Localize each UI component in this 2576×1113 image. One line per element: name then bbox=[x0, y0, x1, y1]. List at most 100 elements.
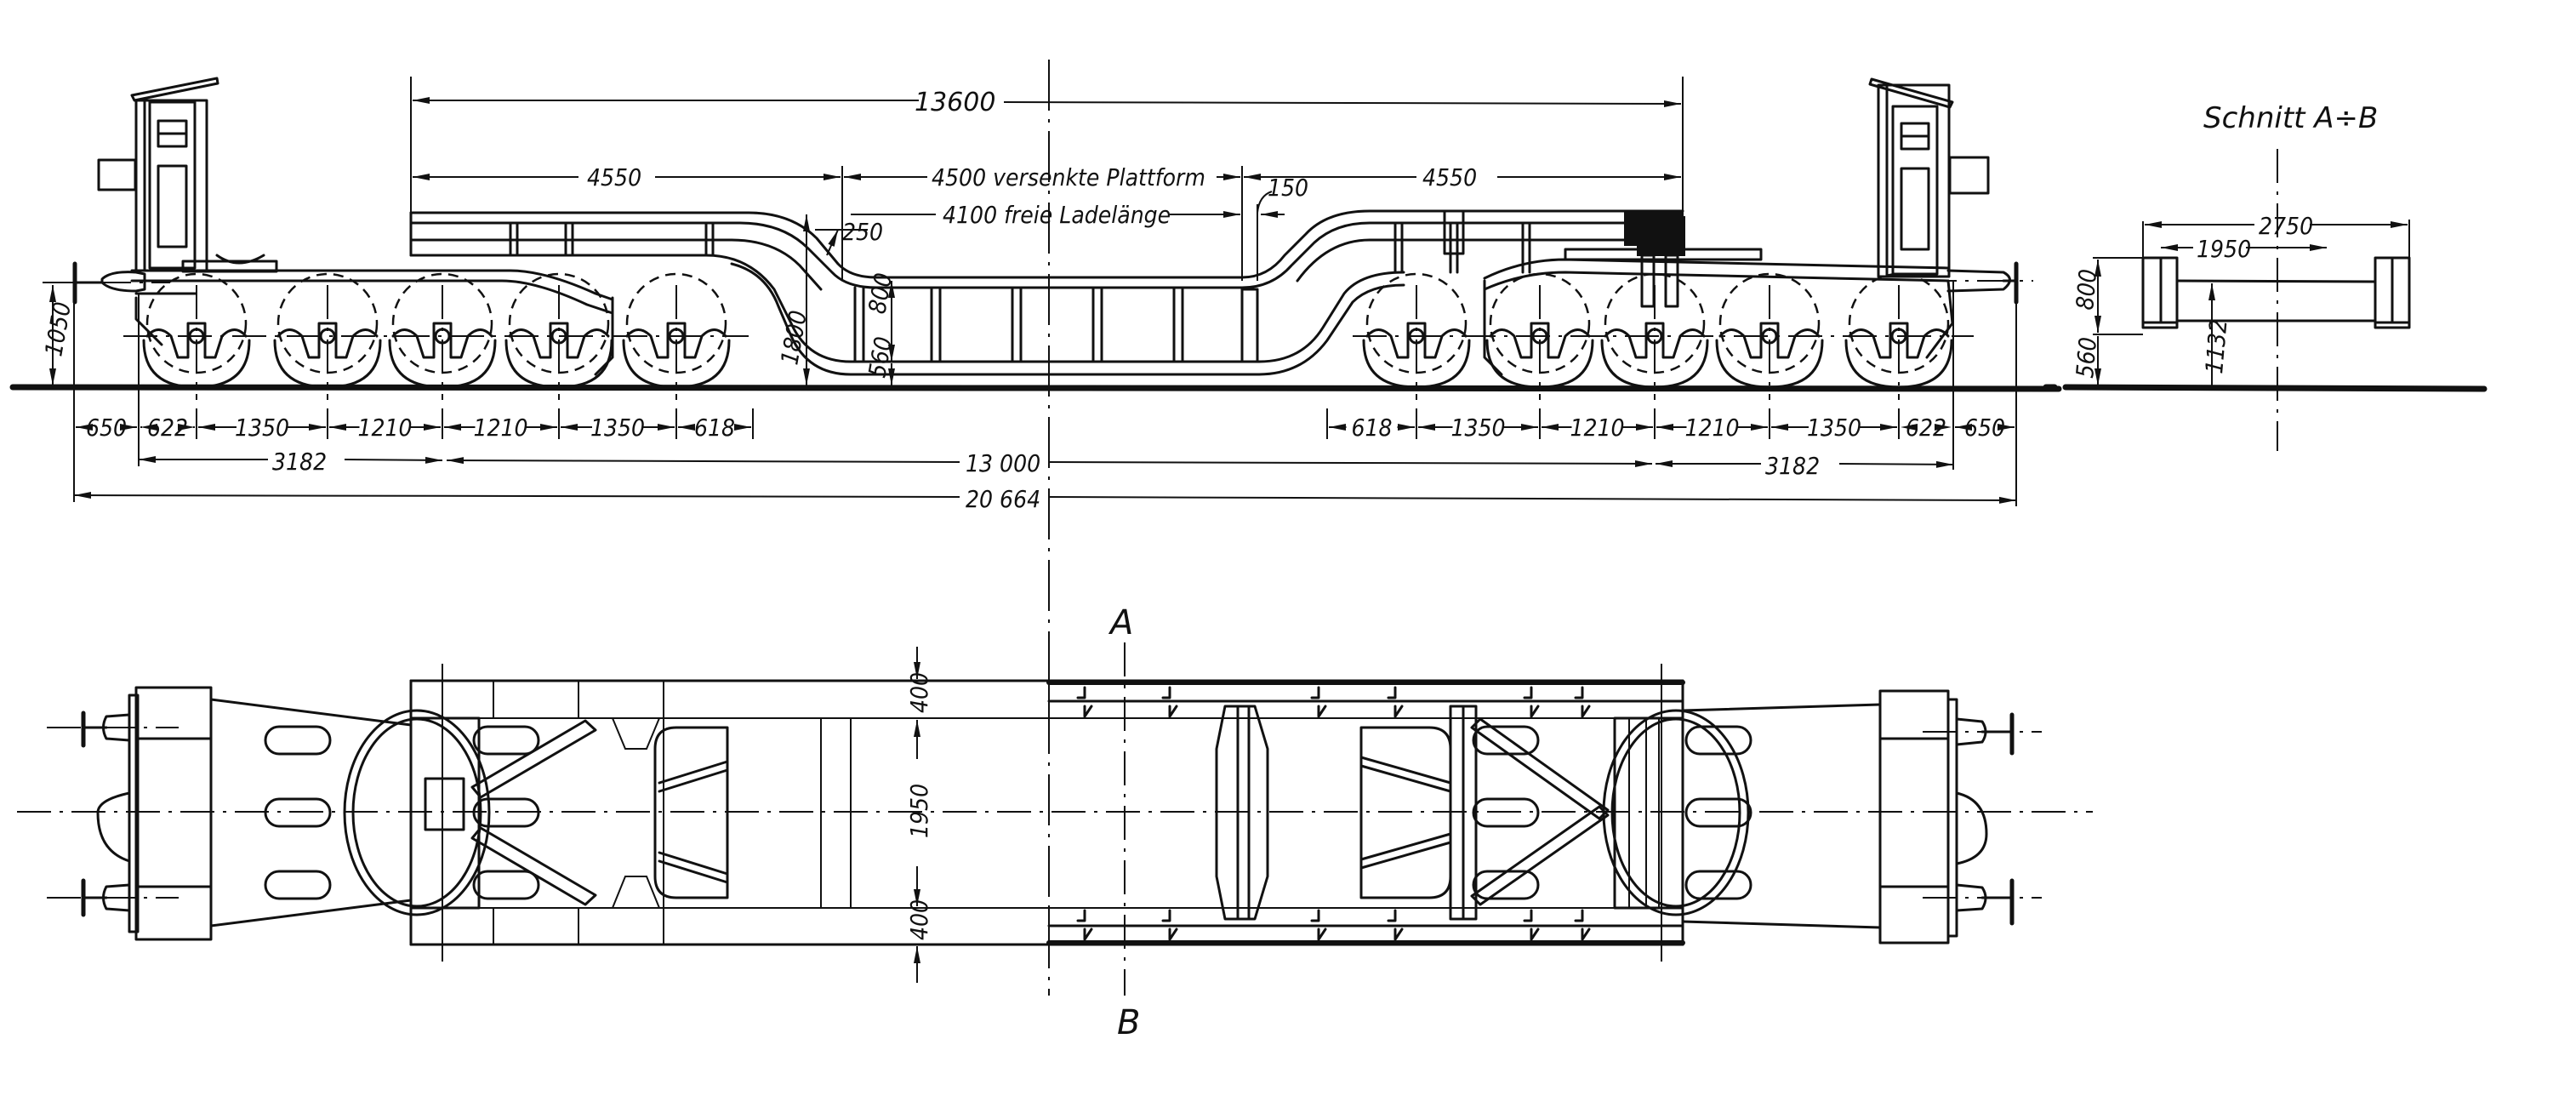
section-right-girder bbox=[2374, 256, 2411, 329]
plan-dim-1950: 1950 bbox=[905, 784, 933, 838]
frame-post-box bbox=[1240, 288, 1259, 363]
frame-post-box bbox=[1443, 209, 1465, 255]
dim-250: 250 bbox=[842, 218, 883, 246]
dim-axle-spacing-right-6: 650 bbox=[1964, 414, 2005, 442]
section-dim-800: 800 bbox=[2071, 268, 2102, 311]
axlebox-guide bbox=[1718, 322, 1821, 359]
axle-slot bbox=[1684, 870, 1752, 900]
wheelset bbox=[504, 272, 613, 400]
right-buffer-bottom bbox=[1923, 878, 2042, 926]
wheel-lower-arc bbox=[1715, 339, 1824, 389]
wheel-lower-arc bbox=[504, 339, 613, 389]
plan-dim-400-bottom: 400 bbox=[905, 899, 933, 940]
wheelset bbox=[1600, 272, 1709, 400]
right-buffer-top bbox=[1923, 712, 2042, 756]
left-bogie-ring bbox=[343, 709, 491, 916]
wheel-lower-arc bbox=[388, 339, 497, 389]
axlebox-guide bbox=[1848, 322, 1950, 359]
wheelsets bbox=[123, 272, 1974, 400]
plan-view: A B bbox=[17, 603, 2093, 1042]
dim-3182-left: 3182 bbox=[272, 448, 327, 476]
angle-bracket bbox=[1083, 928, 1093, 941]
angle-bracket bbox=[1393, 928, 1404, 941]
wheelset bbox=[1715, 272, 1824, 400]
angle-bracket bbox=[1317, 705, 1327, 718]
left-buffer-top bbox=[47, 711, 179, 748]
section-dim-1132: 1132 bbox=[2200, 318, 2232, 375]
dim-axle-spacing-left-6: 618 bbox=[694, 414, 735, 442]
section-marker-a: A bbox=[1108, 603, 1133, 642]
axle-slot bbox=[1472, 797, 1540, 828]
axlebox-guide bbox=[145, 322, 248, 359]
angle-bracket bbox=[1310, 909, 1320, 922]
wheel-lower-arc bbox=[1485, 339, 1594, 389]
section-left-girder bbox=[2141, 256, 2179, 329]
dimensions-side: 13600 4550 4500 versenkte Plattform 4550… bbox=[39, 77, 2017, 513]
axlebox-guide bbox=[1604, 322, 1706, 359]
axlebox-guide bbox=[1365, 322, 1468, 359]
left-end-beam bbox=[47, 686, 413, 941]
dim-axle-spacing-left-3: 1210 bbox=[357, 414, 412, 442]
angle-bracket bbox=[1161, 909, 1171, 922]
axle-slot bbox=[472, 725, 540, 756]
right-brake-cabin bbox=[1868, 77, 1990, 278]
section-dim-1950: 1950 bbox=[2197, 235, 2251, 263]
angle-bracket bbox=[1523, 686, 1533, 699]
wheel-lower-arc bbox=[1362, 339, 1471, 389]
axle-slot bbox=[1472, 870, 1540, 900]
dim-1050: 1050 bbox=[39, 300, 77, 358]
dimensions-plan: 400 1950 400 bbox=[905, 647, 933, 983]
wheelset bbox=[388, 272, 497, 400]
section-marker-b: B bbox=[1117, 1003, 1140, 1042]
axlebox-guide bbox=[625, 322, 727, 359]
dim-axle-spacing-left-2: 1350 bbox=[235, 414, 289, 442]
dim-13000: 13 000 bbox=[966, 449, 1040, 477]
drop-frame-platform bbox=[409, 209, 1684, 376]
angle-bracket bbox=[1574, 686, 1584, 699]
dim-axle-spacing-right-3: 1210 bbox=[1684, 414, 1739, 442]
axle-slot bbox=[264, 725, 332, 756]
axle-slot bbox=[472, 797, 540, 828]
wheelset bbox=[1844, 272, 1953, 400]
side-view: 13600 4550 4500 versenkte Plattform 4550… bbox=[9, 60, 2062, 996]
dim-4500-sunken-platform: 4500 versenkte Plattform bbox=[932, 163, 1205, 191]
angle-bracket bbox=[1530, 928, 1540, 941]
angle-bracket bbox=[1310, 686, 1320, 699]
dim-560: 560 bbox=[863, 334, 898, 380]
dim-axle-spacing-left-4: 1210 bbox=[473, 414, 527, 442]
wheel-lower-arc bbox=[622, 339, 731, 389]
rail-line bbox=[9, 384, 2062, 392]
axle-slot bbox=[1684, 725, 1752, 756]
left-buffer-bottom bbox=[47, 878, 179, 917]
angle-bracket bbox=[1393, 705, 1404, 718]
angle-bracket bbox=[1530, 705, 1540, 718]
angle-bracket bbox=[1581, 705, 1591, 718]
dim-150: 150 bbox=[1268, 174, 1308, 202]
dim-axle-spacing-right-5: 622 bbox=[1906, 414, 1946, 442]
axle-slot bbox=[472, 870, 540, 900]
section-dim-2750: 2750 bbox=[2259, 212, 2313, 240]
axle-slot bbox=[264, 870, 332, 900]
dim-axle-spacing-right-0: 618 bbox=[1351, 414, 1392, 442]
angle-bracket bbox=[1168, 705, 1178, 718]
wheelset bbox=[142, 272, 251, 400]
wheel-lower-arc bbox=[1600, 339, 1709, 389]
dim-4550-left: 4550 bbox=[587, 163, 641, 191]
section-title: Schnitt A÷B bbox=[2203, 101, 2378, 135]
wheel-lower-arc bbox=[273, 339, 382, 389]
angle-bracket bbox=[1168, 928, 1178, 941]
dim-axle-spacing-right-4: 1350 bbox=[1807, 414, 1861, 442]
axlebox-guide bbox=[508, 322, 610, 359]
angle-bracket bbox=[1317, 928, 1327, 941]
dim-axle-spacing-right-2: 1210 bbox=[1570, 414, 1624, 442]
axle-slot bbox=[1684, 797, 1752, 828]
axle-slot bbox=[264, 797, 332, 828]
angle-bracket bbox=[1581, 928, 1591, 941]
right-bogie-ring bbox=[1602, 709, 1750, 916]
dim-3182-right: 3182 bbox=[1765, 452, 1820, 480]
dim-axle-spacing-left-1: 622 bbox=[147, 414, 188, 442]
angle-bracket bbox=[1387, 686, 1397, 699]
angle-bracket bbox=[1083, 705, 1093, 718]
dim-20664: 20 664 bbox=[966, 485, 1040, 513]
